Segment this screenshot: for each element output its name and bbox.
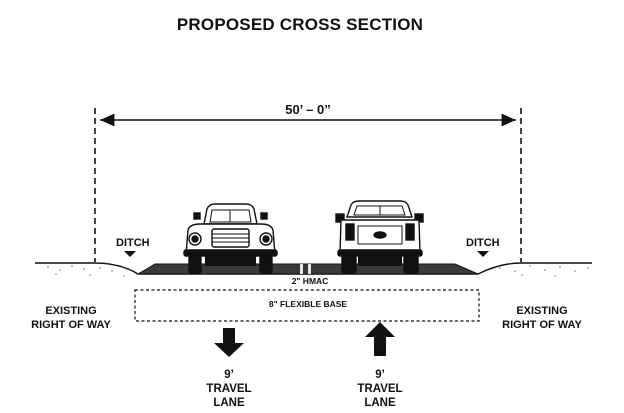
ground-texture xyxy=(47,265,589,277)
arrow-up-icon xyxy=(365,322,395,356)
dimension-label: 50’ – 0” xyxy=(285,102,331,117)
lane-right-width: 9’ xyxy=(375,369,385,381)
triangle-down-icon xyxy=(477,251,489,257)
flexible-base-label: 8" FLEXIBLE BASE xyxy=(269,299,348,309)
lane-right-label: 9’ TRAVEL LANE xyxy=(357,369,402,409)
lane-right-line2: LANE xyxy=(364,397,396,409)
pickup-truck-rear-icon xyxy=(335,200,424,274)
lane-left-width: 9’ xyxy=(224,369,234,381)
hmac-label: 2" HMAC xyxy=(292,276,329,286)
vintage-pickup-truck-front-icon xyxy=(183,203,278,274)
lane-left-label: 9’ TRAVEL LANE xyxy=(206,369,251,409)
center-line-left xyxy=(300,264,303,274)
ditch-left-label: DITCH xyxy=(116,237,150,249)
arrow-down-icon xyxy=(214,328,244,357)
triangle-down-icon xyxy=(124,251,136,257)
lane-left-line2: LANE xyxy=(213,397,245,409)
row-right-line1: EXISTING xyxy=(516,305,567,317)
lane-left-line1: TRAVEL xyxy=(206,383,251,395)
center-line-right xyxy=(308,264,311,274)
row-right-line2: RIGHT OF WAY xyxy=(502,319,582,331)
flexible-base-layer xyxy=(134,289,480,322)
diagram-title: PROPOSED CROSS SECTION xyxy=(177,15,423,34)
row-left-line1: EXISTING xyxy=(45,305,96,317)
row-left-line2: RIGHT OF WAY xyxy=(31,319,111,331)
lane-right-line1: TRAVEL xyxy=(357,383,402,395)
ditch-right-label: DITCH xyxy=(466,237,500,249)
